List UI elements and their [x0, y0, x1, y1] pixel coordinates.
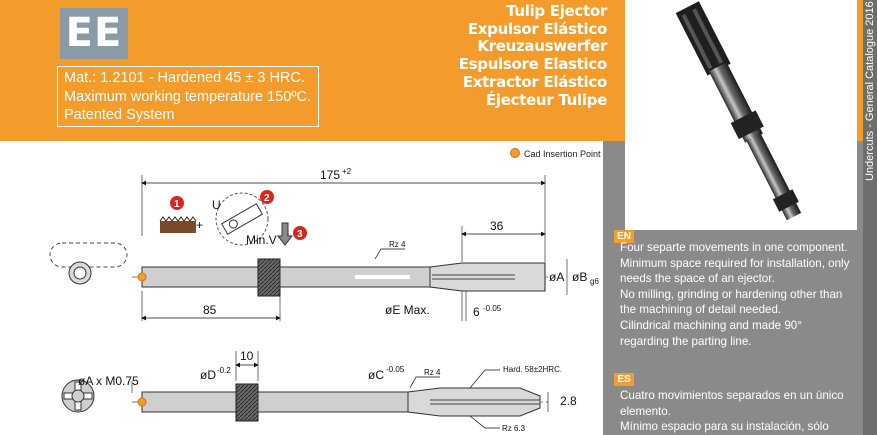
dim-d-tol: -0.2 [217, 366, 231, 375]
u-label: U [212, 198, 221, 212]
material-line: Patented System [64, 107, 175, 123]
dim-c: øC [368, 368, 384, 382]
marker-3: 3 [297, 229, 303, 240]
description-line: Minimum space required for installation,… [620, 256, 850, 286]
dim-tip: 36 [490, 219, 504, 233]
dim-b-sub: g6 [590, 277, 599, 286]
title-line: Kreuzauswerfer [477, 37, 607, 56]
title-line: Expulsor Elástico [467, 19, 607, 38]
rz-label-3: Rz 6.3 [502, 424, 526, 433]
dim-total-tol: +2 [342, 167, 352, 176]
product-titles: Tulip Ejector Expulsor Elástico Kreuzaus… [458, 2, 608, 109]
dim-total: 175 [320, 168, 340, 182]
product-photo [625, 0, 857, 230]
material-line: Mat.: 1.2101 - Hardened 45 ± 3 HRC. [64, 70, 305, 86]
description-line: Cuatro movimientos separados en un único… [620, 389, 844, 418]
ejector-side-view: øA x M0.75 10 øD -0.2 øC -0.05 Rz 4 Hard… [78, 349, 577, 433]
product-code: EE [60, 8, 128, 59]
title-line: Éjecteur Tulipe [485, 90, 607, 109]
technical-drawing: 175 +2 36 85 øE Max. 6 -0.05 øA øB g6 Rz… [49, 167, 599, 433]
material-box: Mat.: 1.2101 - Hardened 45 ± 3 HRC. Maxi… [57, 66, 319, 127]
description-en: Four separte movements in one component.… [620, 240, 850, 349]
rz-label-2: Rz 4 [424, 368, 441, 377]
dim-ten: 10 [240, 349, 254, 363]
thread-label: øA x M0.75 [78, 374, 139, 388]
marker-2: 2 [264, 193, 270, 204]
rz-label: Rz 4 [389, 240, 406, 249]
cad-point-icon [137, 397, 147, 407]
minv-label: Min.V [246, 233, 277, 247]
cad-label: Cad Insertion Point [524, 149, 601, 159]
cad-point-icon [137, 272, 147, 282]
dim-a: øA [549, 270, 564, 284]
material-line: Maximum working temperature 150ºC. [64, 88, 312, 105]
dim-six-tol: -0.05 [483, 304, 502, 313]
title-line: Tulip Ejector [506, 2, 607, 20]
description-line: Cilindrical machining and made 90° regar… [620, 318, 802, 348]
side-label: Undercuts - General Catalogue 2016 [864, 1, 876, 181]
description-line: Mínimo espacio para su instalación, sólo [620, 420, 829, 434]
end-view-bottom [61, 379, 95, 413]
dim-six: 6 [473, 305, 480, 319]
description-line: Four separte movements in one component. [620, 241, 848, 254]
description-line: No milling, grinding or hardening other … [620, 287, 843, 317]
side-tab: Undercuts - General Catalogue 2016 [863, 0, 877, 435]
end-view-top [49, 242, 128, 285]
ejector-photo-icon [675, 1, 802, 221]
dim-d: øD [200, 368, 216, 382]
marker-2-icon [260, 190, 274, 204]
dim-c-tol: -0.05 [386, 365, 405, 374]
dim-shank: 85 [203, 303, 217, 317]
lang-badge-en: EN [614, 230, 634, 243]
marker-1: 1 [174, 199, 180, 210]
movement-detail: 1 + U 2 Min.V 3 [159, 190, 307, 247]
description-es: Cuatro movimientos separados en un único… [620, 388, 850, 435]
dim-e: øE Max. [385, 303, 430, 317]
cad-point-icon [510, 148, 520, 158]
plus-sign: + [196, 218, 203, 232]
hardness-label: Hard. 58±2HRC. [503, 365, 562, 374]
marker-3-icon [293, 226, 307, 240]
title-line: Espulsore Elastico [458, 55, 608, 74]
dim-two-eight: 2.8 [560, 394, 577, 408]
ejector-top-view: 175 +2 36 85 øE Max. 6 -0.05 øA øB g6 Rz… [132, 167, 599, 321]
dim-b: øB [572, 270, 587, 284]
marker-1-icon [170, 196, 184, 210]
lang-badge-es: ES [614, 373, 634, 386]
cad-legend: Cad Insertion Point [510, 148, 601, 159]
title-line: Extractor Elástico [462, 72, 607, 91]
